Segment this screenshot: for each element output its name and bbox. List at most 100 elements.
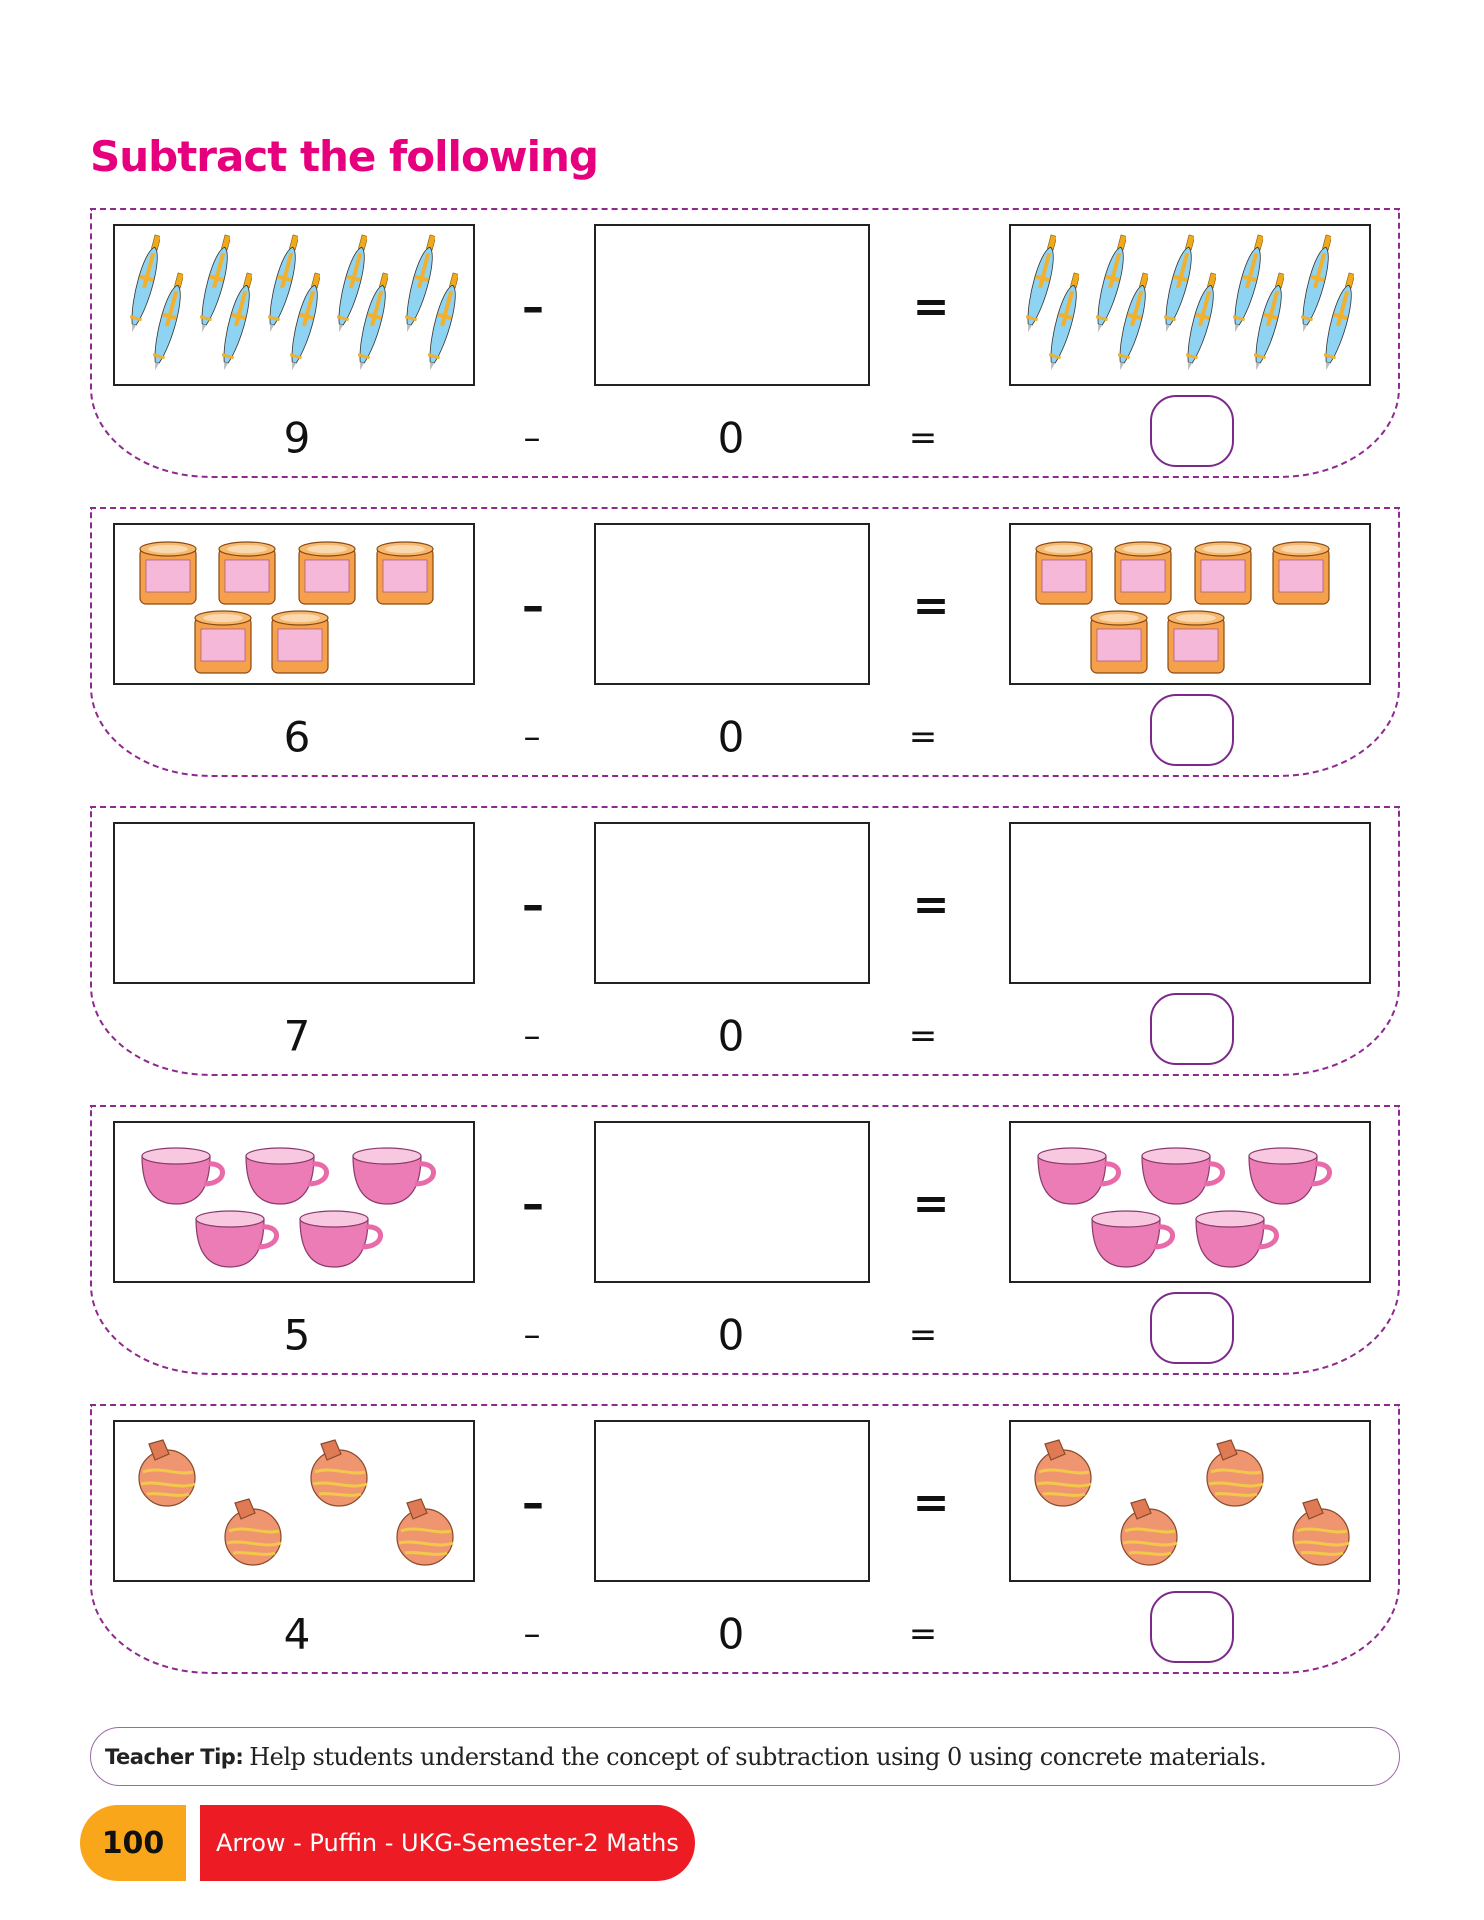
jar-picture [1164,609,1228,677]
answer-field[interactable] [1150,993,1234,1065]
page-title: Subtract the following [90,132,599,181]
safety-pin-picture [136,906,216,972]
equals-sign: = [912,580,950,632]
pot-picture [215,1495,287,1567]
cup-picture [1245,1146,1337,1206]
minuend-number: 4 [283,1609,311,1659]
result-picture-box [1009,1420,1371,1582]
equals-sign: = [908,1614,938,1654]
equals-sign: = [908,717,938,757]
subtrahend-number: 0 [717,1310,745,1360]
minuend-picture-box [113,523,475,685]
jar-picture [268,609,332,677]
subtraction-row: – = 7 – 0 = [90,806,1400,1076]
equals-sign: = [908,1016,938,1056]
minuend-picture-box [113,1420,475,1582]
jar-picture [215,540,279,608]
result-picture-box [1009,224,1371,386]
jar-picture [295,540,359,608]
pot-picture [1197,1436,1269,1508]
jar-picture [373,540,437,608]
safety-pin-picture [1032,841,1112,907]
pen-picture [153,272,183,372]
pen-picture [1254,272,1284,372]
equals-sign: = [912,281,950,333]
safety-pin-picture [1110,906,1190,972]
cup-picture [138,1146,230,1206]
result-picture-box [1009,523,1371,685]
dashed-frame [90,208,1400,478]
subtrahend-picture-box[interactable] [594,1420,870,1582]
subtrahend-picture-box[interactable] [594,822,870,984]
pot-picture [1283,1495,1355,1567]
jar-picture [1087,609,1151,677]
answer-field[interactable] [1150,1591,1234,1663]
page-number: 100 [80,1805,186,1881]
jar-picture [1269,540,1333,608]
subtrahend-number: 0 [717,712,745,762]
jar-picture [136,540,200,608]
cup-picture [1034,1146,1126,1206]
minus-sign: – [523,1315,541,1355]
jar-picture [1032,540,1096,608]
pen-picture [358,272,388,372]
minus-sign: – [523,418,541,458]
minus-sign: – [522,1477,544,1529]
jar-picture [1191,540,1255,608]
equals-sign: = [908,1315,938,1355]
subtraction-row: – = 9 – 0 = [90,208,1400,478]
pen-picture [290,272,320,372]
safety-pin-picture [293,841,373,907]
result-picture-box [1009,822,1371,984]
equals-sign: = [912,879,950,931]
safety-pin-picture [1189,841,1269,907]
dashed-frame [90,507,1400,777]
equals-sign: = [908,418,938,458]
pot-picture [129,1436,201,1508]
minuend-number: 9 [283,413,311,463]
answer-field[interactable] [1150,1292,1234,1364]
answer-field[interactable] [1150,694,1234,766]
jar-picture [1111,540,1175,608]
subtrahend-number: 0 [717,1609,745,1659]
answer-field[interactable] [1150,395,1234,467]
safety-pin-picture [1267,841,1347,907]
minus-sign: – [522,1178,544,1230]
safety-pin-picture [1189,906,1269,972]
cup-picture [1192,1209,1284,1269]
safety-pin-picture [214,841,294,907]
teacher-tip-label: Teacher Tip: [105,1744,244,1769]
cup-picture [349,1146,441,1206]
subtrahend-number: 0 [717,413,745,463]
safety-pin-picture [293,906,373,972]
subtraction-row: – = 4 – 0 = [90,1404,1400,1674]
minus-sign: – [522,281,544,333]
equals-sign: = [912,1477,950,1529]
minuend-number: 5 [283,1310,311,1360]
minus-sign: – [523,1614,541,1654]
minus-sign: – [523,717,541,757]
cup-picture [296,1209,388,1269]
minuend-picture-box [113,224,475,386]
safety-pin-picture [371,841,451,907]
jar-picture [191,609,255,677]
safety-pin-picture [214,906,294,972]
equals-sign: = [912,1178,950,1230]
dashed-frame [90,1105,1400,1375]
book-title-banner: Arrow - Puffin - UKG-Semester-2 Maths [200,1805,695,1881]
minuend-picture-box [113,822,475,984]
pen-picture [1118,272,1148,372]
subtrahend-picture-box[interactable] [594,1121,870,1283]
pot-picture [1111,1495,1183,1567]
cup-picture [1088,1209,1180,1269]
dashed-frame [90,1404,1400,1674]
result-picture-box [1009,1121,1371,1283]
cup-picture [1138,1146,1230,1206]
subtrahend-picture-box[interactable] [594,224,870,386]
teacher-tip: Teacher Tip: Help students understand th… [90,1727,1400,1786]
minuend-number: 6 [283,712,311,762]
safety-pin-picture [1110,841,1190,907]
pen-picture [1049,272,1079,372]
subtrahend-picture-box[interactable] [594,523,870,685]
dashed-frame [90,806,1400,1076]
